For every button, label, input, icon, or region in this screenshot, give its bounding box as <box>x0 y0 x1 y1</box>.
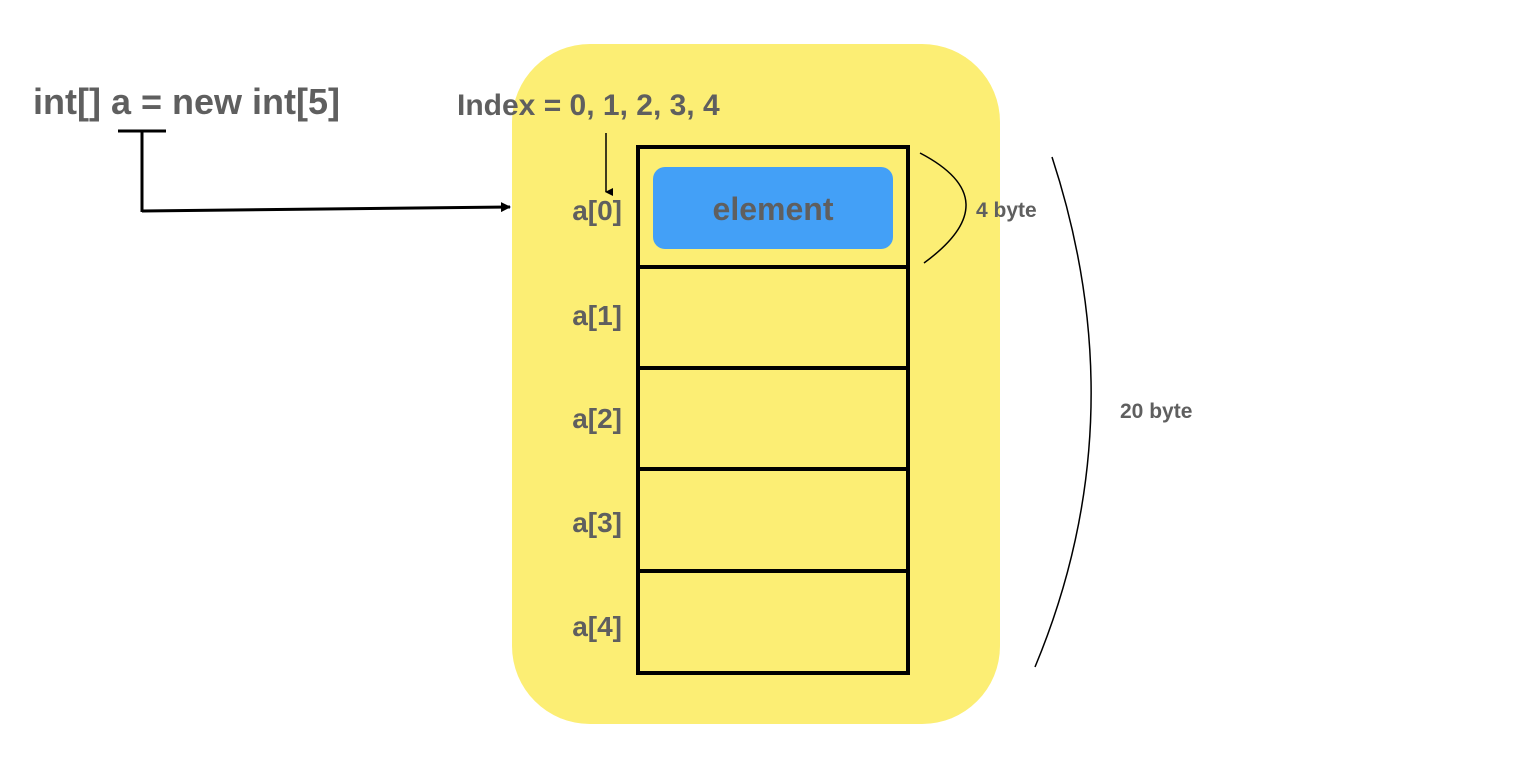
index-label: Index = 0, 1, 2, 3, 4 <box>457 89 720 122</box>
cell-label-1: a[1] <box>572 300 622 331</box>
array-cells <box>636 145 910 675</box>
element-size-brace <box>919 152 967 264</box>
element-label: element <box>713 191 834 227</box>
reference-arrow <box>118 129 511 213</box>
total-size-brace <box>1034 156 1092 668</box>
element-box <box>653 167 893 249</box>
cell-label-4: a[4] <box>572 611 622 642</box>
declaration-text: int[] a = new int[5] <box>33 81 340 122</box>
cell-label-0: a[0] <box>572 195 622 226</box>
cell-label-3: a[3] <box>572 507 622 538</box>
total-size-label: 20 byte <box>1120 400 1192 423</box>
cell-label-2: a[2] <box>572 403 622 434</box>
array-cell-4 <box>636 569 910 675</box>
element-size-label: 4 byte <box>976 199 1037 222</box>
